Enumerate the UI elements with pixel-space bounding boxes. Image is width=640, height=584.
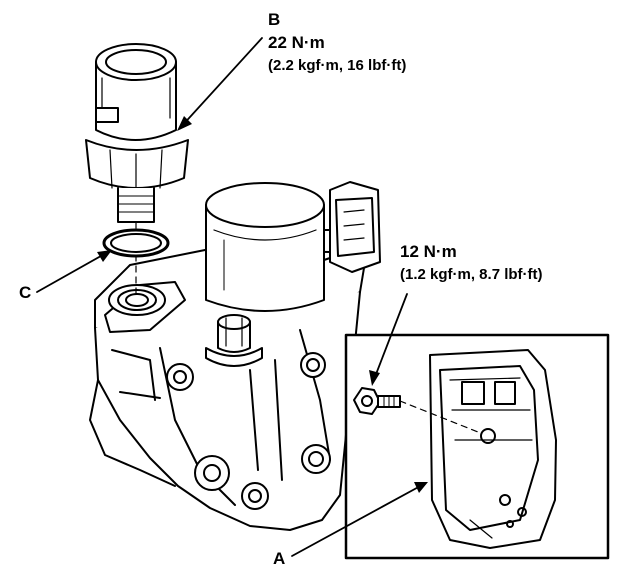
torque-b-nm: 22 N·m (268, 33, 325, 52)
inset-detail (344, 333, 610, 560)
callout-c-letter: C (19, 283, 32, 302)
torque-b-alt: (2.2 kgf·m, 16 lbf·ft) (268, 57, 407, 74)
callout-a-letter: A (273, 549, 286, 568)
torque-bolt-nm: 12 N·m (400, 242, 457, 261)
arrowheads (97, 116, 428, 493)
inset-bolt (353, 387, 479, 433)
leader-lines (36, 37, 425, 557)
pressure-switch (85, 43, 189, 296)
o-ring (102, 228, 170, 258)
torque-bolt-alt: (1.2 kgf·m, 8.7 lbf·ft) (400, 266, 543, 283)
solenoid (205, 181, 381, 312)
center-bolt (205, 314, 263, 367)
callout-b-letter: B (268, 10, 281, 29)
